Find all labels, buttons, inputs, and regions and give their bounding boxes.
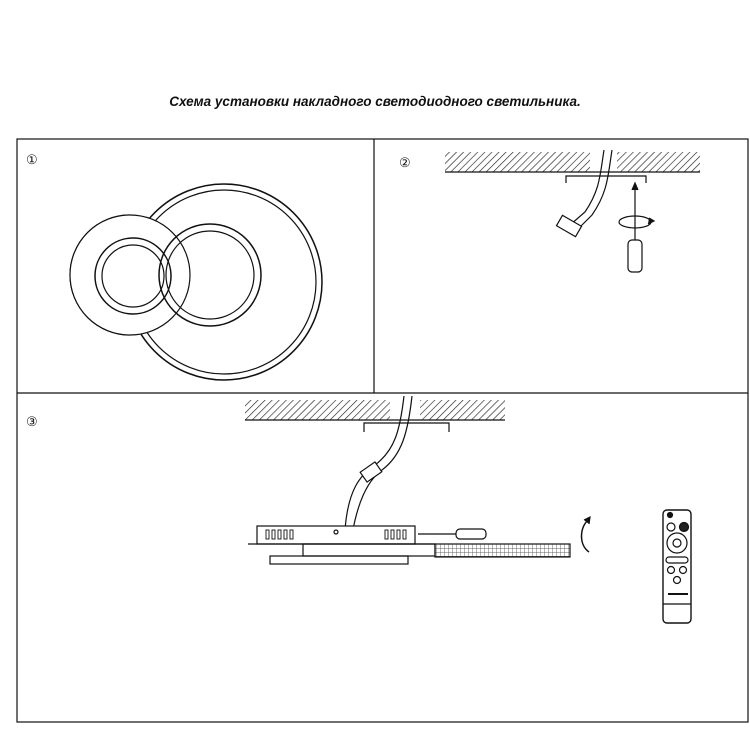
luminaire-front-view (69, 183, 323, 381)
screwdriver-handle (627, 239, 643, 273)
diagram-frame (16, 138, 749, 723)
remote-control-icon (662, 509, 692, 624)
ceiling-mounting-step (445, 149, 700, 273)
luminaire-assembly-step (245, 395, 591, 565)
screwdriver-handle (455, 528, 487, 540)
step-2-number: ② (399, 155, 411, 170)
step-3-number: ③ (26, 414, 38, 429)
step-1-number: ① (26, 152, 38, 167)
diagram-title: Схема установки накладного светодиодного… (169, 94, 581, 109)
led-strip (434, 543, 571, 558)
